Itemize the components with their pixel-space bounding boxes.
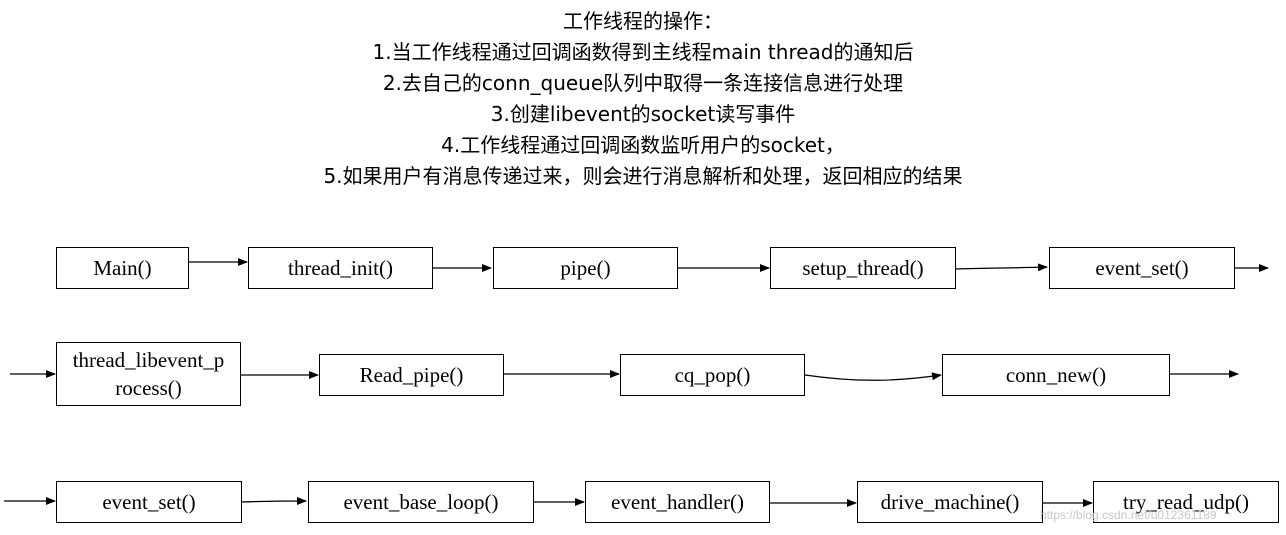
node-label: event_set(): [102, 490, 196, 514]
node-label: conn_new(): [1005, 363, 1107, 387]
watermark: https://blog.csdn.net/u012361189: [1040, 508, 1217, 522]
description-step-4: 4.工作线程通过回调函数监听用户的socket，: [441, 133, 845, 157]
node-label: Main(): [93, 256, 152, 280]
node-event-base-loop: event_base_loop(): [308, 481, 534, 523]
node-label: event_handler(): [611, 490, 744, 514]
node-label: pipe(): [560, 256, 611, 280]
description-step-2: 2.去自己的conn_queue队列中取得一条连接信息进行处理: [382, 71, 904, 95]
node-thread-init: thread_init(): [248, 247, 433, 289]
node-drive-machine: drive_machine(): [857, 481, 1043, 523]
node-read-pipe: Read_pipe(): [319, 354, 504, 396]
node-main: Main(): [56, 247, 189, 289]
node-conn-new: conn_new(): [942, 354, 1170, 396]
node-label-line-2: rocess(): [115, 376, 182, 400]
node-event-set-1: event_set(): [1049, 247, 1235, 289]
node-label-line-1: thread_libevent_p: [72, 348, 225, 372]
description-block: 工作线程的操作： 1.当工作线程通过回调函数得到主线程main thread的通…: [0, 6, 1286, 192]
node-thread-libevent-process: thread_libevent_p rocess(): [56, 342, 241, 406]
node-label: event_set(): [1095, 256, 1189, 280]
description-step-5: 5.如果用户有消息传递过来，则会进行消息解析和处理，返回相应的结果: [323, 164, 963, 188]
node-event-set-2: event_set(): [56, 481, 242, 523]
node-event-handler: event_handler(): [585, 481, 770, 523]
node-label: try_read_udp(): [1123, 490, 1249, 514]
node-setup-thread: setup_thread(): [770, 247, 956, 289]
description-title: 工作线程的操作：: [563, 9, 723, 33]
node-label: Read_pipe(): [359, 363, 464, 387]
node-label: cq_pop(): [674, 363, 751, 387]
node-label: event_base_loop(): [343, 490, 499, 514]
node-label: thread_init(): [288, 256, 393, 280]
node-try-read-udp: try_read_udp(): [1093, 481, 1279, 523]
description-step-1: 1.当工作线程通过回调函数得到主线程main thread的通知后: [372, 40, 914, 64]
node-cq-pop: cq_pop(): [620, 354, 805, 396]
node-label: setup_thread(): [802, 256, 924, 280]
arrow-cq-pop-to-conn-new: [804, 372, 942, 381]
arrow-setup-thread-to-event-set: [954, 263, 1048, 272]
node-pipe: pipe(): [493, 247, 678, 289]
description-step-3: 3.创建libevent的socket读写事件: [490, 102, 796, 126]
arrow-event-set-to-event-base-loop: [241, 497, 307, 506]
node-label: drive_machine(): [880, 490, 1020, 514]
